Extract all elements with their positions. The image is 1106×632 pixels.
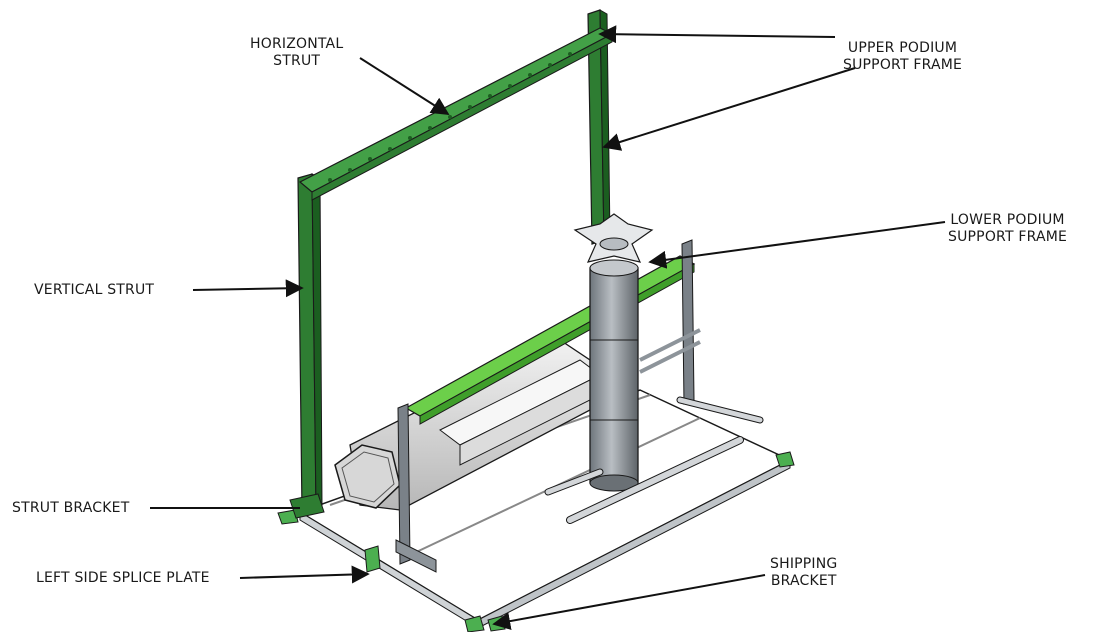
piping (544, 328, 764, 524)
label-lower-podium-support-frame: LOWER PODIUM SUPPORT FRAME (948, 212, 1068, 245)
label-left-side-splice-plate: LEFT SIDE SPLICE PLATE (36, 570, 210, 586)
leader-arrows (150, 25, 946, 630)
label-vertical-strut: VERTICAL STRUT (34, 282, 155, 298)
left-side-splice-plate (364, 545, 381, 573)
filter-column (573, 213, 654, 492)
label-shipping-bracket: SHIPPING BRACKET (770, 556, 838, 589)
label-strut-bracket: STRUT BRACKET (12, 500, 130, 516)
label-upper-podium-support-frame: UPPER PODIUM SUPPORT FRAME (843, 40, 963, 73)
label-horizontal-strut: HORIZONTAL STRUT (250, 36, 344, 69)
